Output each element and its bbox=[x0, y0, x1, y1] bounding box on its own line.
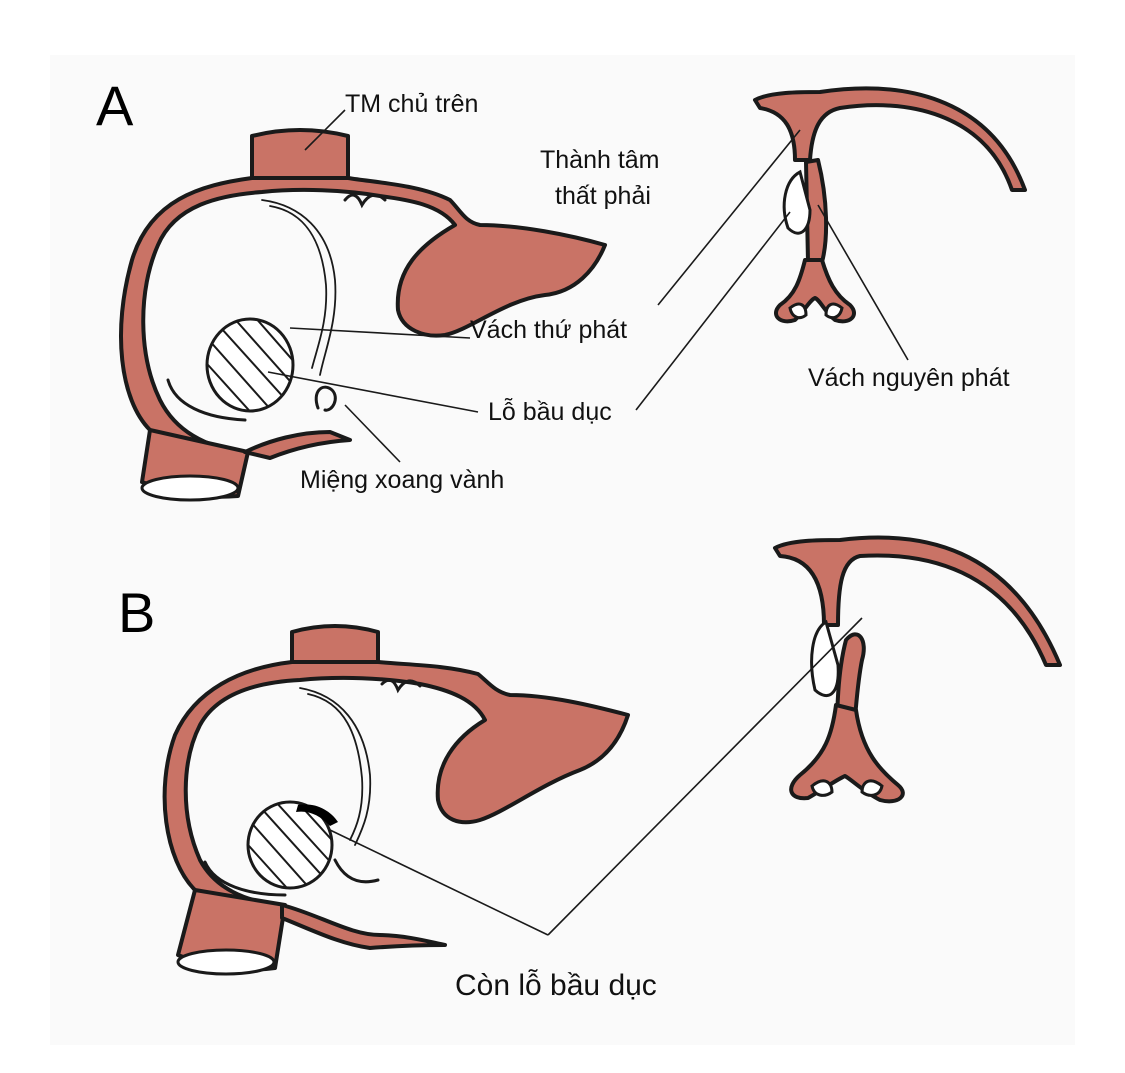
septum-secundum-edge-b2 bbox=[307, 693, 364, 841]
label-foramen-ovale: Lỗ bầu dục bbox=[488, 397, 612, 426]
ivc-opening-b bbox=[176, 948, 276, 976]
label-septum-secundum: Vách thứ phát bbox=[470, 316, 627, 344]
label-coronary-sinus-ostium: Miệng xoang vành bbox=[300, 466, 504, 494]
leader-svc bbox=[304, 109, 346, 151]
septum-a-base-gap-l bbox=[788, 302, 808, 320]
foramen-ovale-a bbox=[205, 317, 295, 413]
wall-notch-b bbox=[380, 678, 422, 694]
inner-atrium-curve bbox=[166, 378, 247, 422]
septum-a-top-arch bbox=[753, 86, 1027, 192]
leader-pfo-left bbox=[329, 829, 549, 936]
septum-b-base bbox=[789, 703, 905, 804]
label-septum-primum: Vách nguyên phát bbox=[808, 364, 1010, 392]
label-patent-foramen-ovale: Còn lỗ bầu dục bbox=[455, 969, 657, 1002]
label-superior-vena-cava: TM chủ trên bbox=[345, 90, 478, 118]
panel-a-letter: A bbox=[96, 74, 134, 137]
septum-secundum-edge-b bbox=[299, 687, 372, 846]
panel-b-letter: B bbox=[118, 581, 155, 644]
wall-notch bbox=[343, 193, 387, 209]
leader-septum-secundum bbox=[289, 327, 471, 339]
septum-b-base-gap-r bbox=[860, 779, 884, 797]
superior-vena-cava-b bbox=[290, 624, 380, 664]
panel-a: A bbox=[96, 74, 1027, 502]
leader-pfo-right bbox=[547, 617, 863, 936]
septum-b-base-gap-l bbox=[810, 779, 834, 797]
leader-septum-primum bbox=[817, 204, 909, 361]
ivc-opening bbox=[140, 474, 240, 502]
septum-a-base-gap-r bbox=[824, 302, 844, 320]
leader-foramen-ovale-right bbox=[635, 211, 791, 411]
septum-secundum-edge bbox=[261, 199, 337, 376]
leader-septum-secundum-right bbox=[657, 129, 801, 306]
label-rv-wall-2: thất phải bbox=[555, 182, 651, 210]
lower-valve-fold-b bbox=[280, 903, 447, 950]
label-rv-wall-1: Thành tâm bbox=[540, 146, 660, 174]
septum-primum-flap-a bbox=[782, 169, 812, 235]
panel-b: B Còn lỗ bầu bbox=[118, 535, 1062, 1002]
inner-atrium-curve-b bbox=[203, 860, 287, 897]
lower-valve-fold bbox=[243, 430, 352, 460]
foramen-ovale-b bbox=[246, 800, 338, 890]
valve-line-b bbox=[333, 858, 380, 884]
septum-secundum-edge-2 bbox=[269, 205, 328, 369]
leader-foramen-ovale bbox=[267, 371, 479, 413]
superior-vena-cava bbox=[250, 128, 350, 180]
septum-primum-rim-b bbox=[296, 804, 338, 826]
leader-coronary-sinus bbox=[344, 404, 401, 463]
coronary-sinus-ostium bbox=[314, 385, 337, 412]
